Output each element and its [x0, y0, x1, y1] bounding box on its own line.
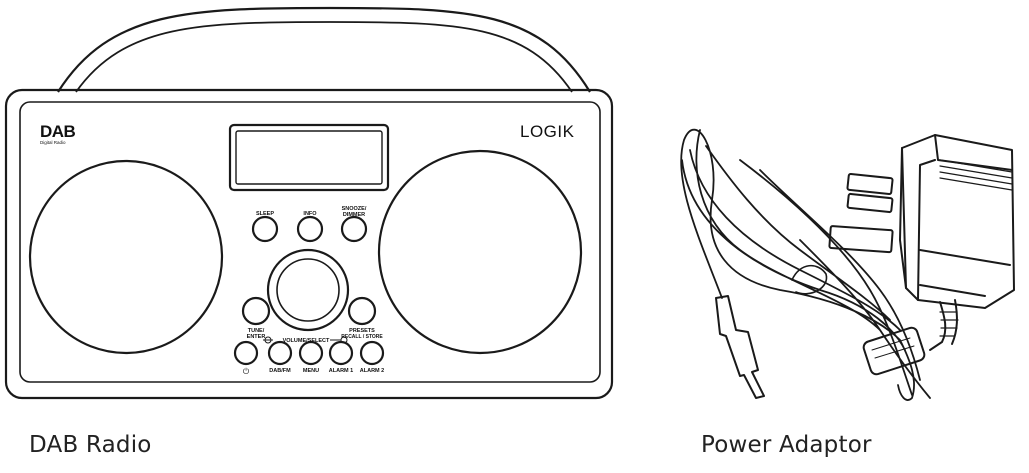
volume-select-label: VOLUME/SELECT [283, 338, 330, 344]
cable-tie [791, 264, 828, 295]
volume-select-knob-inner [276, 258, 340, 322]
coiled-cable [680, 128, 931, 401]
dab-fm-button[interactable] [267, 340, 293, 366]
display-outer [228, 123, 390, 192]
radio-case-inner [19, 101, 601, 383]
radio-labels: DAB Digital Radio LOGIK SLEEP INFO SNOOZ… [40, 122, 575, 376]
info-button[interactable] [296, 215, 324, 243]
alarm1-button[interactable] [328, 340, 354, 366]
power-symbol: ⏻ [243, 367, 250, 376]
sleep-label: SLEEP [256, 211, 274, 217]
tune-label-2: ENTER [247, 334, 266, 340]
adaptor-front-edge [934, 134, 1013, 171]
menu-label: MENU [303, 368, 319, 374]
adaptor-side-face [901, 147, 936, 301]
tune-label-1: TUNE/ [248, 328, 265, 334]
radio-handle-inner [75, 21, 573, 93]
volume-select-knob[interactable] [266, 248, 350, 332]
dc-plug [715, 295, 765, 399]
presets-button[interactable] [347, 296, 377, 326]
cable-ferrite [862, 326, 926, 376]
presets-label-2: RECALL / STORE [341, 334, 383, 340]
sleep-button[interactable] [251, 215, 279, 243]
tune-enter-button[interactable] [241, 296, 271, 326]
display-inner [235, 130, 383, 185]
adaptor-ridge-lines [939, 159, 1013, 191]
right-speaker [377, 149, 583, 355]
menu-button[interactable] [298, 340, 324, 366]
brand-logo: LOGIK [520, 122, 575, 141]
left-speaker [28, 159, 224, 355]
caption-dab-radio: DAB Radio [29, 432, 152, 458]
adaptor-strain-relief [929, 299, 958, 351]
adaptor-pin-top [846, 172, 894, 196]
snooze-label-2: DIMMER [343, 212, 365, 218]
alarm2-label: ALARM 2 [360, 368, 384, 374]
dab-logo-sub: Digital Radio [40, 140, 66, 145]
presets-label-1: PRESETS [349, 328, 375, 334]
adaptor-pin-middle [846, 192, 894, 214]
caption-power-adaptor: Power Adaptor [701, 432, 872, 458]
alarm2-button[interactable] [359, 340, 385, 366]
radio-handle [57, 6, 591, 93]
dab-logo: DAB [40, 122, 76, 141]
dab-radio [4, 6, 614, 400]
alarm1-label: ALARM 1 [329, 368, 353, 374]
dab-fm-label: DAB/FM [269, 368, 291, 374]
adaptor-body [899, 134, 1015, 309]
snooze-label-1: SNOOZE/ [342, 206, 367, 212]
adaptor-base [919, 249, 1011, 297]
radio-case-outer [4, 88, 614, 400]
power-adaptor [680, 128, 1015, 401]
info-label: INFO [303, 211, 317, 217]
snooze-dimmer-button[interactable] [340, 215, 368, 243]
power-button[interactable] [233, 340, 259, 366]
